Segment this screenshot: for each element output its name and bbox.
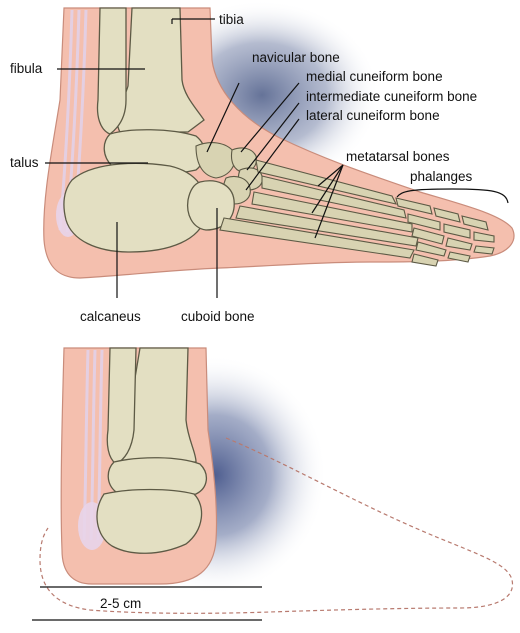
label-tibia: tibia xyxy=(219,12,244,27)
top-foot-illustration xyxy=(44,0,514,278)
label-intermediate-cuneiform-bone: intermediate cuneiform bone xyxy=(306,89,477,104)
label-metatarsal-bones: metatarsal bones xyxy=(346,149,450,164)
label-lateral-cuneiform-bone: lateral cuneiform bone xyxy=(306,108,440,123)
calcaneus-bone-bottom xyxy=(97,490,202,554)
label-measurement: 2-5 cm xyxy=(100,596,141,611)
label-medial-cuneiform-bone: medial cuneiform bone xyxy=(306,69,443,84)
bottom-foot-illustration xyxy=(40,348,513,613)
label-navicular-bone: navicular bone xyxy=(252,50,340,65)
label-cuboid-bone: cuboid bone xyxy=(181,309,255,324)
label-fibula: fibula xyxy=(10,61,43,76)
label-talus: talus xyxy=(10,155,39,170)
calcaneus-bone xyxy=(64,163,207,252)
label-calcaneus: calcaneus xyxy=(80,309,141,324)
fibula-bone xyxy=(98,8,127,134)
label-phalanges: phalanges xyxy=(410,169,473,184)
